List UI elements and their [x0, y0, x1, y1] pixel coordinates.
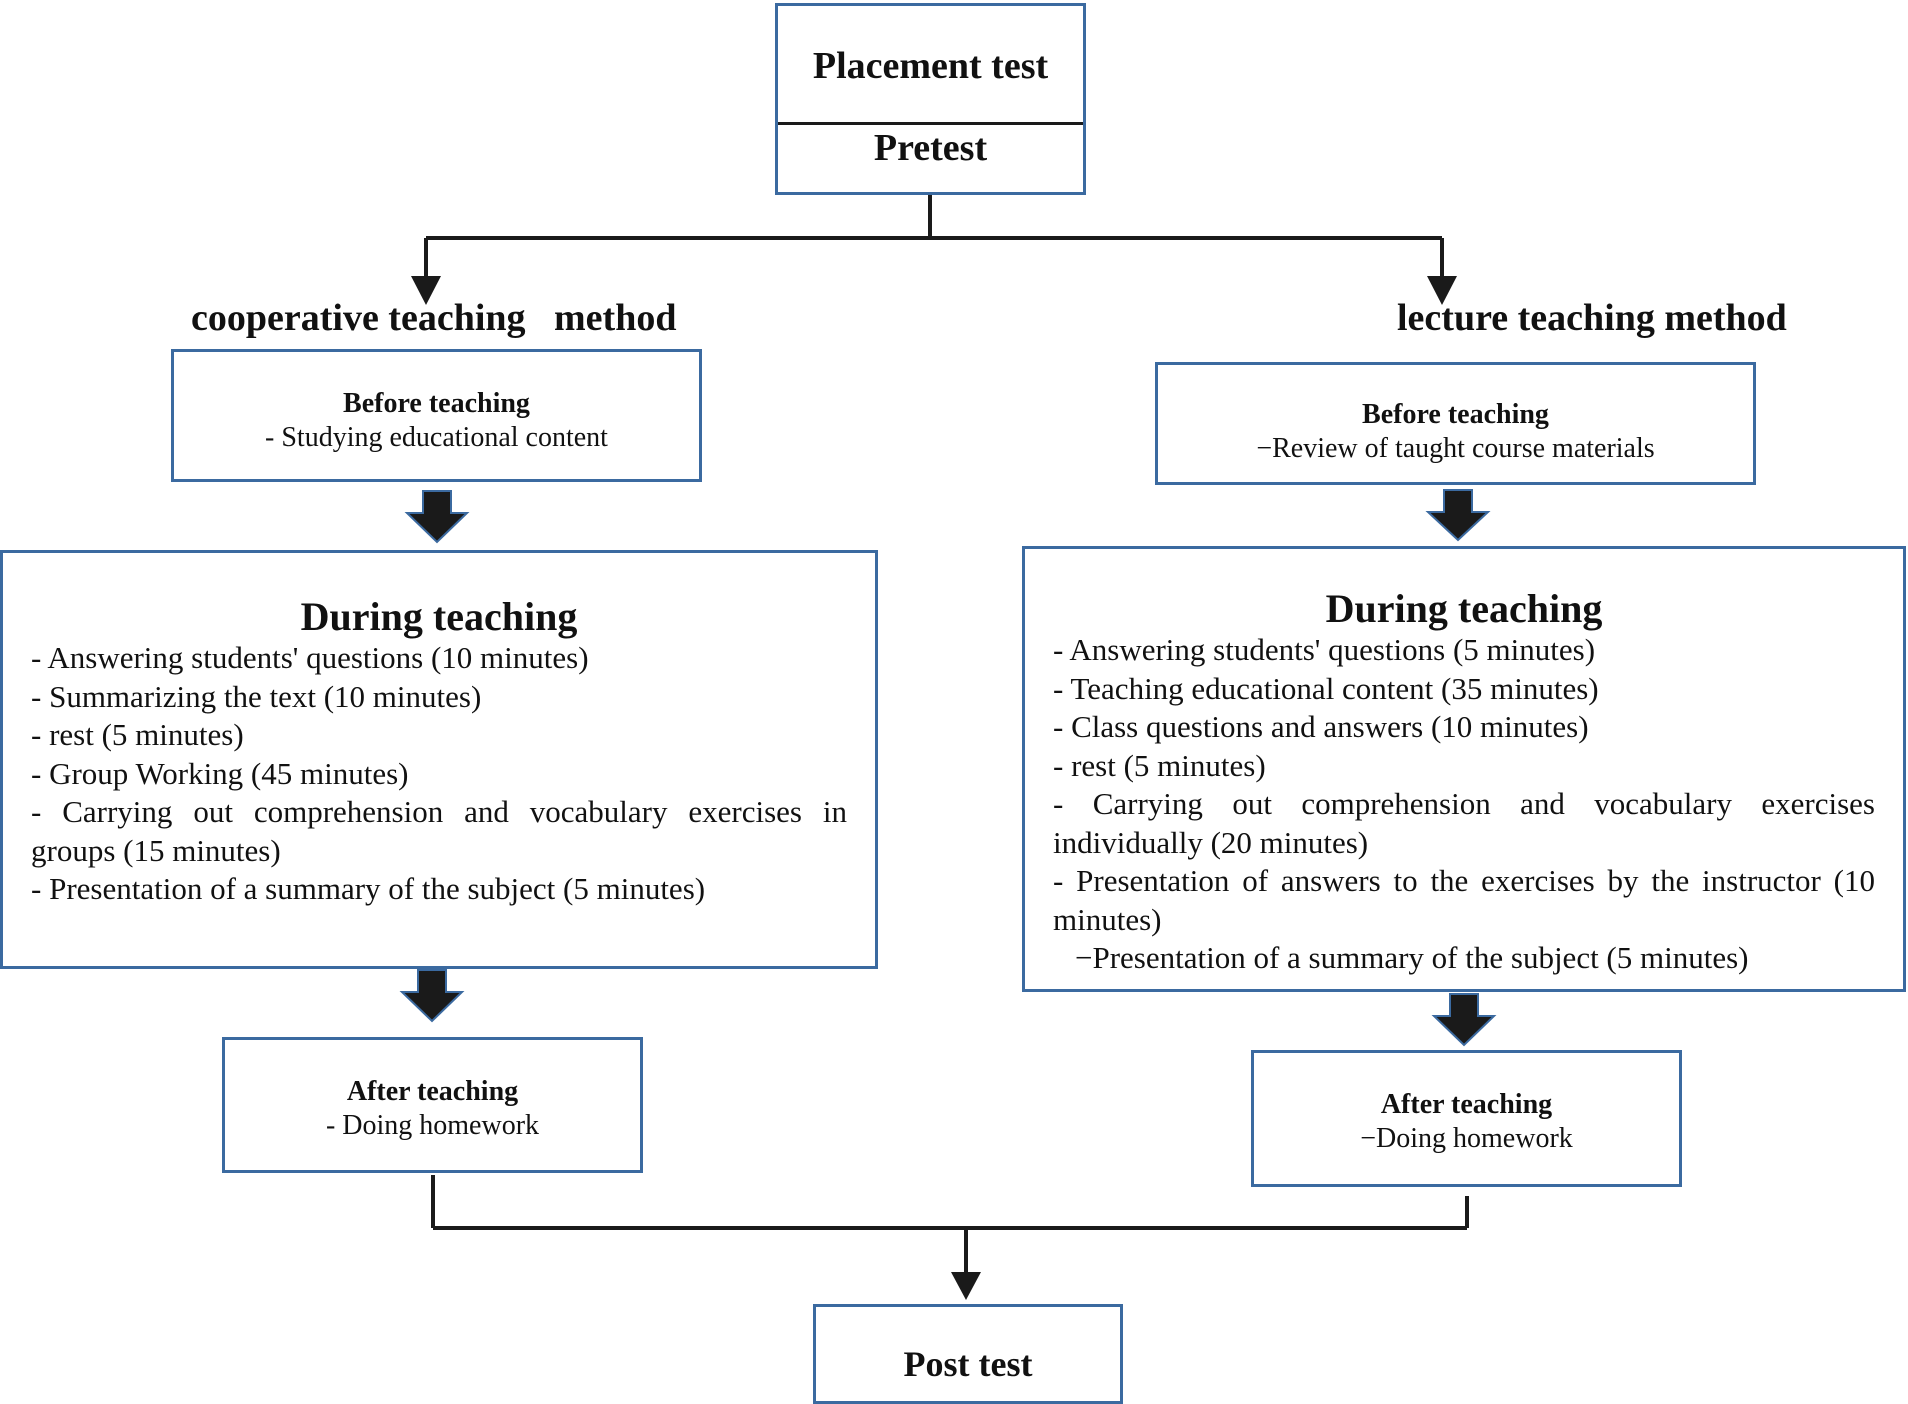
- block-arrow-right-2: [1431, 993, 1497, 1047]
- cooperative-method-heading: cooperative teaching method: [191, 297, 677, 339]
- list-item: - Teaching educational content (35 minut…: [1053, 670, 1599, 706]
- block-arrow-left-2: [399, 969, 465, 1023]
- right-before-teaching-box: Before teaching −Review of taught course…: [1155, 362, 1756, 485]
- list-item: - Summarizing the text (10 minutes): [31, 678, 482, 714]
- arrow-to-posttest: [951, 1272, 981, 1300]
- right-after-text: −Doing homework: [1360, 1123, 1573, 1154]
- left-during-teaching-box: During teaching - Answering students' qu…: [0, 550, 878, 969]
- left-before-title: Before teaching: [343, 388, 530, 419]
- pretest-label: Pretest: [873, 127, 988, 169]
- posttest-label: Post test: [903, 1344, 1033, 1384]
- left-before-text: - Studying educational content: [265, 422, 608, 453]
- arrow-to-lecture: [1427, 276, 1457, 305]
- list-item: −Presentation of a summary of the subjec…: [1075, 940, 1749, 975]
- left-during-title: During teaching: [300, 594, 578, 639]
- list-item: - Presentation of answers to the exercis…: [1053, 863, 1875, 937]
- placement-test-label: Placement test: [812, 45, 1049, 87]
- list-item: - Presentation of a summary of the subje…: [31, 871, 706, 906]
- right-after-teaching-box: After teaching −Doing homework: [1251, 1050, 1682, 1187]
- right-during-list: - Answering students' questions (5 minut…: [1053, 631, 1875, 978]
- top-box-divider: [778, 122, 1083, 125]
- right-after-title: After teaching: [1380, 1089, 1553, 1120]
- left-during-list: - Answering students' questions (10 minu…: [31, 639, 847, 909]
- left-before-teaching-box: Before teaching - Studying educational c…: [171, 349, 702, 482]
- block-arrow-right-1: [1425, 489, 1491, 542]
- list-item: - Carrying out comprehension and vocabul…: [31, 794, 847, 868]
- list-item: - Carrying out comprehension and vocabul…: [1053, 786, 1875, 860]
- right-during-title: During teaching: [1325, 586, 1603, 631]
- list-item: - rest (5 minutes): [31, 717, 244, 752]
- left-after-title: After teaching: [346, 1076, 519, 1107]
- posttest-box: Post test: [813, 1304, 1123, 1404]
- left-after-teaching-box: After teaching - Doing homework: [222, 1037, 643, 1173]
- list-item: - Group Working (45 minutes): [31, 755, 409, 791]
- list-item: - Answering students' questions (10 minu…: [31, 640, 589, 675]
- list-item: - Answering students' questions (5 minut…: [1053, 632, 1596, 667]
- lecture-method-heading: lecture teaching method: [1397, 297, 1787, 339]
- arrow-to-cooperative: [411, 276, 441, 305]
- placement-pretest-box: Placement test Pretest: [775, 3, 1086, 195]
- list-item: - Class questions and answers (10 minute…: [1053, 709, 1589, 744]
- right-before-text: −Review of taught course materials: [1256, 433, 1655, 464]
- right-during-teaching-box: During teaching - Answering students' qu…: [1022, 546, 1906, 992]
- list-item: - rest (5 minutes): [1053, 747, 1266, 783]
- block-arrow-left-1: [404, 490, 470, 544]
- right-before-title: Before teaching: [1362, 399, 1549, 430]
- left-after-text: - Doing homework: [325, 1110, 540, 1141]
